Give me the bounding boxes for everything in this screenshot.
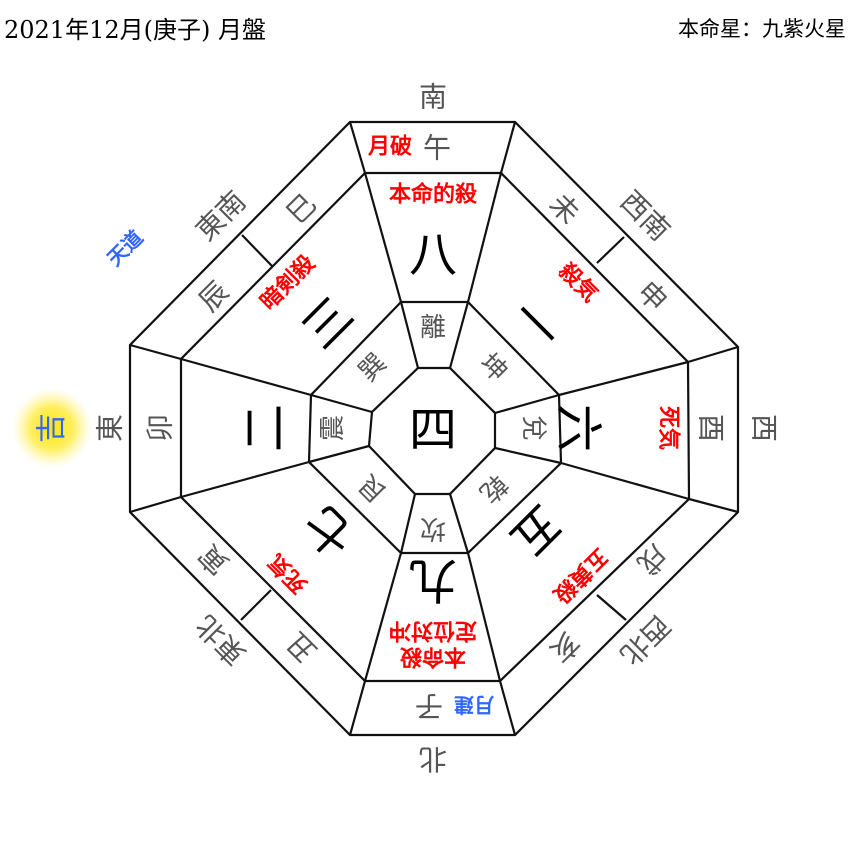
trigram-label: 乾 xyxy=(473,468,513,508)
chart-title: 2021年12月(庚子) 月盤 xyxy=(4,16,266,44)
center-star: 四 xyxy=(409,402,457,458)
branch-label: 午 xyxy=(423,132,451,165)
sector-east: 東 卯 二 震 xyxy=(94,404,349,452)
star-number: 九 xyxy=(409,552,457,608)
trigram-label: 兌 xyxy=(518,415,548,441)
direction-label: 南 xyxy=(419,81,447,114)
star-number: 二 xyxy=(237,404,293,452)
branch-label: 巳 xyxy=(280,187,323,230)
sector-note: 本命的殺 xyxy=(389,182,478,208)
star-number: 一 xyxy=(499,289,573,363)
star-number: 五 xyxy=(499,494,573,568)
trigram-label: 離 xyxy=(420,313,446,343)
trigram-label: 坤 xyxy=(473,348,513,388)
trigram-label: 震 xyxy=(318,415,348,441)
trigram-label: 坎 xyxy=(420,513,446,543)
trigram-label: 艮 xyxy=(353,468,393,508)
star-number: 八 xyxy=(409,227,457,283)
branch-label: 酉 xyxy=(695,414,728,442)
sector-south: 南 月破 午 本命的殺 八 離 xyxy=(367,81,478,344)
direction-label: 北 xyxy=(419,743,447,776)
star-number: 六 xyxy=(550,404,606,452)
branch-label: 戌 xyxy=(631,538,674,581)
tendo-label: 天道 xyxy=(102,225,147,270)
divider-lines xyxy=(129,121,739,736)
direction-label: 西 xyxy=(748,414,781,442)
getsuha-label: 月破 xyxy=(367,134,412,160)
sector-west: 西 酉 死気 六 兌 xyxy=(518,404,781,452)
star-number: 七 xyxy=(294,494,368,568)
sector-note: 本命殺 xyxy=(399,644,466,670)
sector-note: 五黄殺 xyxy=(547,543,613,609)
direction-label: 東 xyxy=(94,414,127,442)
sector-north: 北 月建 子 本命殺 定位対冲 九 坎 xyxy=(389,513,495,776)
lucky-glow xyxy=(12,388,92,468)
sector-note: 死気 xyxy=(656,406,682,450)
sector-note: 定位対冲 xyxy=(389,618,477,644)
branch-label: 未 xyxy=(543,187,586,230)
honmeisei-label: 本命星：九紫火星 xyxy=(678,17,846,41)
getsuken-label: 月建 xyxy=(454,693,495,717)
sector-note: 殺気 xyxy=(554,258,604,308)
kichi-label: 吉 xyxy=(35,413,70,443)
trigram-label: 巽 xyxy=(353,348,393,388)
branch-label: 子 xyxy=(415,690,443,723)
branch-label: 卯 xyxy=(144,414,177,442)
direction-label: 東南 xyxy=(189,184,252,247)
